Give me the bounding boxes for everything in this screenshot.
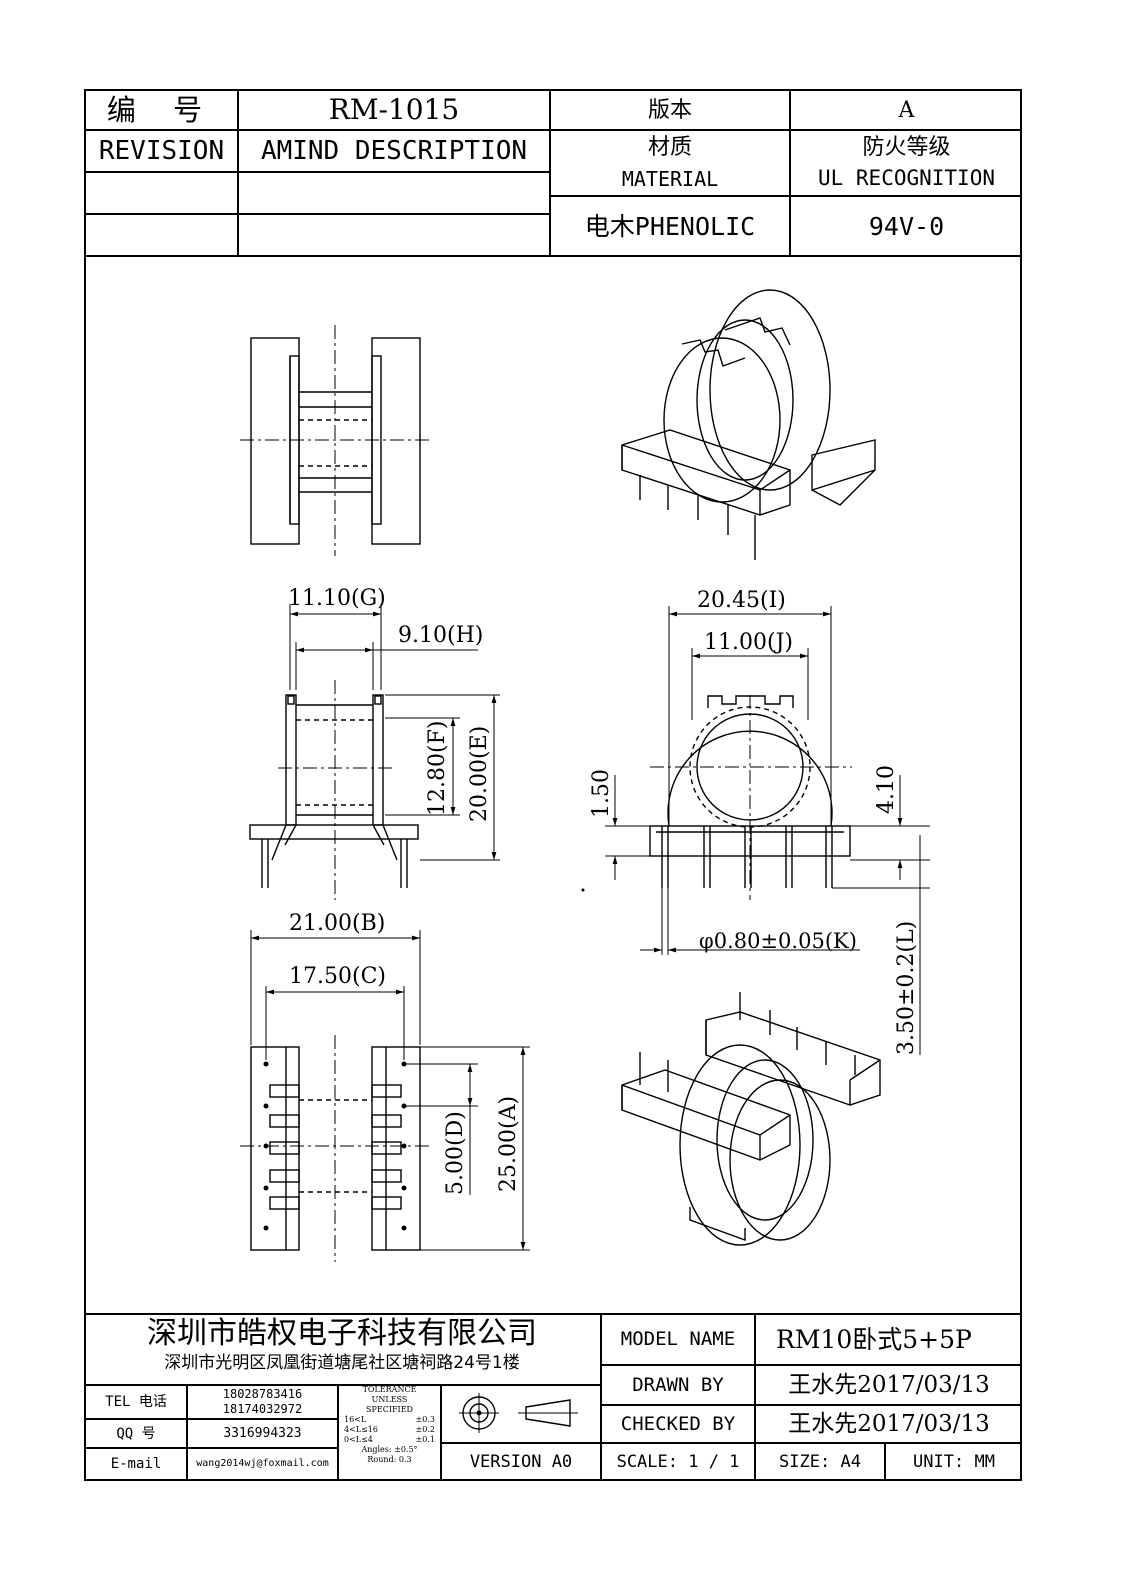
tel-number-2: 18174032972 — [222, 1402, 303, 1416]
title-block-line — [84, 1418, 186, 1420]
scale-label: SCALE: 1 / 1 — [616, 1451, 740, 1472]
model-name-value: RM10卧式5+5P — [776, 1325, 972, 1354]
title-block-line — [186, 1384, 188, 1481]
tel-number-1: 18028783416 — [222, 1387, 303, 1401]
header-line — [550, 195, 1022, 197]
header-line — [237, 89, 239, 255]
email-value[interactable]: wang2014wj@foxmail.com — [196, 1458, 329, 1469]
dim-a-label: 25.00(A) — [496, 1096, 521, 1192]
dim-e-label: 20.00(E) — [467, 726, 492, 822]
company-address: 深圳市光明区凤凰街道塘尾社区塘祠路24号1楼 — [164, 1352, 520, 1373]
fire-rating-value: 94V-0 — [868, 211, 945, 241]
side-view — [649, 695, 852, 900]
version-value: A — [898, 98, 915, 123]
title-block-line — [84, 1313, 1022, 1315]
tolerance-value-1: ±0.3 — [415, 1415, 435, 1424]
tolerance-range-1: 16<L — [344, 1415, 367, 1424]
company-name: 深圳市皓权电子科技有限公司 — [147, 1316, 537, 1351]
amind-description-label: AMIND DESCRIPTION — [260, 136, 528, 166]
dim-150-label: 1.50 — [589, 769, 614, 818]
first-angle-projection-icon — [459, 1393, 578, 1433]
title-block-line — [884, 1442, 886, 1481]
material-label-en: MATERIAL — [621, 167, 719, 191]
title-block-line — [600, 1404, 1022, 1406]
header-line — [84, 129, 1022, 131]
title-block-line — [600, 1442, 1022, 1444]
tolerance-block: TOLERANCE UNLESS SPECIFIED 16<L ±0.3 4<L≤… — [340, 1385, 439, 1480]
title-block-line — [84, 1384, 600, 1386]
header-line — [789, 89, 791, 255]
tolerance-title-3: SPECIFIED — [366, 1405, 413, 1414]
header-line — [84, 171, 550, 173]
tolerance-value-2: ±0.2 — [415, 1425, 435, 1434]
bottom-view — [240, 1035, 432, 1262]
dim-j-label: 11.00(J) — [704, 630, 793, 655]
header-line — [84, 213, 550, 215]
title-block-line — [186, 1418, 337, 1420]
dim-k-label: φ0.80±0.05(K) — [699, 929, 857, 953]
tel-label: TEL 电话 — [105, 1394, 167, 1410]
dim-d-label: 5.00(D) — [443, 1111, 468, 1195]
qq-label: QQ 号 — [116, 1425, 156, 1442]
model-name-label: MODEL NAME — [620, 1328, 736, 1350]
checked-by-label: CHECKED BY — [620, 1412, 736, 1435]
dim-g-label: 11.10(G) — [288, 586, 386, 611]
dim-b-label: 21.00(B) — [289, 911, 385, 936]
material-value: 电木PHENOLIC — [584, 211, 756, 241]
title-block-line — [84, 1447, 337, 1449]
title-block-line — [337, 1384, 339, 1481]
material-label-cn: 材质 — [647, 135, 692, 160]
title-block-line — [600, 1364, 1022, 1366]
title-block-line — [754, 1313, 756, 1481]
header-line — [549, 89, 551, 255]
qq-number: 3316994323 — [223, 1426, 302, 1441]
unit-label: UNIT: MM — [913, 1451, 995, 1472]
size-label: SIZE: A4 — [779, 1451, 861, 1472]
tolerance-value-3: ±0.1 — [415, 1435, 435, 1444]
title-block-line — [440, 1442, 600, 1444]
tolerance-angles: Angles: ±0.5° — [361, 1445, 418, 1454]
dim-h-label: 9.10(H) — [398, 623, 483, 648]
drawing-frame — [84, 89, 1022, 1481]
tolerance-title-1: TOLERANCE — [362, 1385, 417, 1394]
email-label: E-mail — [110, 1456, 162, 1472]
fire-rating-label-en: UL RECOGNITION — [817, 165, 995, 190]
tolerance-range-2: 4<L≤16 — [344, 1425, 378, 1434]
dim-410-label: 4.10 — [874, 765, 899, 814]
fire-rating-label-cn: 防火等级 — [862, 135, 951, 160]
top-view — [240, 325, 432, 556]
dim-f-label: 12.80(F) — [425, 721, 450, 816]
version-label: 版本 — [647, 98, 692, 123]
drawn-by-value: 王水先2017/03/13 — [788, 1371, 990, 1398]
number-label: 编 号 — [106, 92, 217, 127]
isometric-view-bottom — [621, 992, 881, 1246]
title-block-line — [440, 1384, 442, 1481]
dim-i-label: 20.45(I) — [697, 588, 786, 613]
title-block-line — [600, 1313, 602, 1481]
tolerance-round: Round: 0.3 — [367, 1455, 412, 1464]
header-line — [84, 255, 1022, 257]
dim-c-label: 17.50(C) — [289, 964, 386, 989]
dim-l-label: 3.50±0.2(L) — [894, 921, 919, 1055]
tolerance-title-2: UNLESS — [371, 1395, 408, 1404]
front-view — [249, 680, 419, 900]
revision-label: REVISION — [98, 136, 225, 166]
drawing-number: RM-1015 — [328, 93, 460, 126]
drawn-by-label: DRAWN BY — [632, 1373, 724, 1396]
checked-by-value: 王水先2017/03/13 — [788, 1410, 990, 1437]
isometric-view-top — [621, 289, 876, 560]
version-code: VERSION A0 — [469, 1451, 573, 1472]
tolerance-range-3: 0<L≤4 — [344, 1435, 373, 1444]
